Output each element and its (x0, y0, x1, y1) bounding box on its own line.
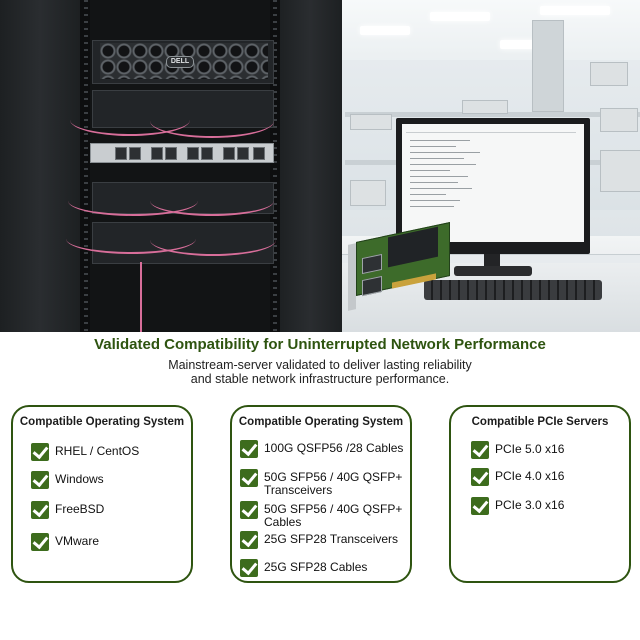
nic-bracket (348, 243, 356, 311)
pcie-compatibility-card: Compatible PCIe Servers PCIe 5.0 x16 PCI… (449, 405, 631, 583)
checkmark-icon (240, 440, 258, 458)
checkmark-icon (240, 469, 258, 487)
checkmark-icon (31, 471, 49, 489)
rack-door-right (278, 0, 342, 332)
list-item: PCIe 3.0 x16 (471, 497, 564, 515)
list-item: 100G QSFP56 /28 Cables (240, 440, 410, 458)
switch-port (129, 147, 141, 160)
ceiling-light (540, 6, 610, 15)
os-compatibility-card: Compatible Operating System RHEL / CentO… (11, 405, 193, 583)
switch-port (115, 147, 127, 160)
switch-port (151, 147, 163, 160)
switch-port (201, 147, 213, 160)
list-item: PCIe 4.0 x16 (471, 468, 564, 486)
checkmark-icon (471, 468, 489, 486)
switch-port (165, 147, 177, 160)
rack-door-left (0, 0, 80, 332)
checkmark-icon (240, 501, 258, 519)
checkmark-icon (240, 531, 258, 549)
lab-shelf (345, 112, 640, 117)
network-switch (90, 143, 274, 163)
lab-column (532, 20, 564, 112)
fiber-cable (70, 104, 190, 136)
list-item: VMware (31, 533, 99, 551)
list-item: RHEL / CentOS (31, 443, 139, 461)
list-item: Windows (31, 471, 104, 489)
list-item: 50G SFP56 / 40G QSFP+ Transceivers (240, 469, 410, 497)
checkmark-icon (31, 443, 49, 461)
checkmark-icon (471, 441, 489, 459)
card-title: Compatible Operating System (19, 416, 185, 428)
lab-equipment (350, 180, 386, 206)
list-item: 50G SFP56 / 40G QSFP+ Cables (240, 501, 410, 529)
fiber-cable (150, 186, 274, 216)
subtext: Mainstream-server validated to deliver l… (168, 358, 472, 386)
cable-compatibility-card: Compatible Operating System 100G QSFP56 … (230, 405, 412, 583)
fiber-cable (150, 224, 276, 256)
fiber-cable (68, 186, 198, 216)
switch-port (223, 147, 235, 160)
rack-holes (84, 0, 88, 332)
keyboard (424, 280, 602, 300)
list-item: 25G SFP28 Cables (240, 559, 410, 577)
monitor-stand-base (454, 266, 532, 276)
lab-equipment (600, 150, 640, 192)
ceiling-light (500, 40, 550, 49)
lab-equipment (600, 108, 638, 132)
headline: Validated Compatibility for Uninterrupte… (94, 336, 546, 353)
list-item: 25G SFP28 Transceivers (240, 531, 410, 549)
card-title: Compatible PCIe Servers (471, 416, 609, 428)
rack-holes (273, 0, 277, 332)
fiber-cable (140, 262, 142, 332)
monitor-screen (402, 124, 584, 242)
list-item: PCIe 5.0 x16 (471, 441, 564, 459)
switch-port (253, 147, 265, 160)
list-item: FreeBSD (31, 501, 104, 519)
card-title: Compatible Operating System (238, 416, 404, 428)
checkmark-icon (471, 497, 489, 515)
checkmark-icon (240, 559, 258, 577)
lab-equipment (350, 114, 392, 130)
fiber-cable (150, 104, 274, 138)
checkmark-icon (31, 501, 49, 519)
ceiling-light (430, 12, 490, 21)
server-logo: DELL (166, 56, 194, 68)
checkmark-icon (31, 533, 49, 551)
monitor-stand (484, 254, 500, 268)
switch-port (237, 147, 249, 160)
lab-equipment (590, 62, 628, 86)
ceiling-light (360, 26, 410, 35)
product-photo: DELL (0, 0, 640, 332)
fiber-cable (66, 224, 196, 254)
lab-equipment (462, 100, 508, 114)
switch-port (187, 147, 199, 160)
